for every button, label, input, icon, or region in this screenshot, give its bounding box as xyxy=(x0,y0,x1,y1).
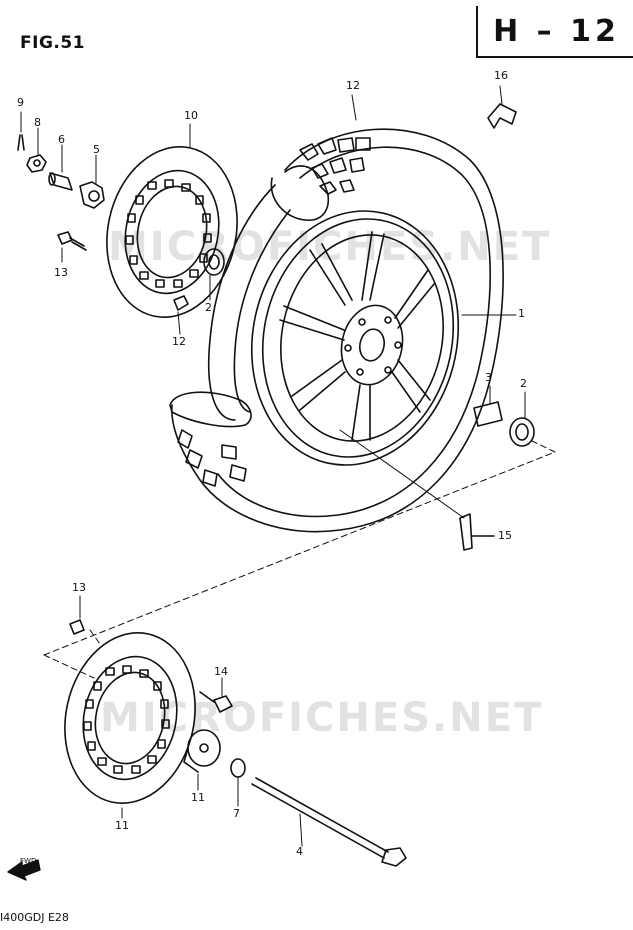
front-axle-drawing xyxy=(251,777,407,867)
front-direction-arrow-icon xyxy=(7,859,41,881)
assembly-center-lines xyxy=(43,439,556,679)
callout-8: 8 xyxy=(34,116,41,129)
tire-valve-drawing xyxy=(459,513,495,551)
axle-washer-drawing xyxy=(230,758,246,778)
callout-11-top: 10 xyxy=(184,109,198,122)
disc-bolt-top-drawing xyxy=(57,231,87,251)
callout-leader-lines xyxy=(20,85,526,847)
lock-washer-bottom-drawing xyxy=(69,619,85,635)
cast-wheel-drawing xyxy=(250,210,460,466)
front-arrow-label: FWD xyxy=(20,857,37,865)
callout-2-left: 2 xyxy=(205,301,212,314)
section-code: H – 12 xyxy=(493,13,620,49)
callout-5: 5 xyxy=(93,143,100,156)
callout-10: 11 xyxy=(191,791,205,804)
speedometer-gearbox-drawing xyxy=(183,729,221,773)
spacer-drawing xyxy=(48,172,73,191)
callout-13-top: 13 xyxy=(54,266,68,279)
watermark-top: MICROFICHES.NET xyxy=(108,224,552,270)
figure-title: FIG.51 xyxy=(20,33,86,53)
section-code-box: H – 12 xyxy=(476,6,633,58)
callout-12-top: 12 xyxy=(172,335,186,348)
axle-nut-drawing xyxy=(26,154,47,173)
callout-14: 12 xyxy=(346,79,360,92)
callout-15: 15 xyxy=(498,529,512,542)
callout-3: 3 xyxy=(485,371,492,384)
bearing-left-drawing xyxy=(203,248,225,276)
spacer-right-drawing xyxy=(473,401,503,427)
disc-bolt-bottom-drawing xyxy=(199,691,233,713)
callout-9: 9 xyxy=(17,96,24,109)
tire-drawing xyxy=(169,128,504,533)
callout-6: 6 xyxy=(58,133,65,146)
lock-washer-top-drawing xyxy=(173,295,189,311)
callout-2-right: 2 xyxy=(520,377,527,390)
callout-12-bottom: 13 xyxy=(72,581,86,594)
bearing-right-drawing xyxy=(509,417,535,447)
model-code: I400GDJ E28 xyxy=(0,911,69,924)
callout-1: 1 xyxy=(518,307,525,320)
callout-7: 7 xyxy=(233,807,240,820)
bushing-drawing xyxy=(79,181,105,209)
brake-disc-right-drawing xyxy=(64,632,196,804)
hose-clip-drawing xyxy=(487,103,517,129)
callout-4: 4 xyxy=(296,845,303,858)
cotter-pin-drawing xyxy=(17,134,25,151)
callout-11-bottom: 11 xyxy=(115,819,129,832)
callout-13-bottom: 14 xyxy=(214,665,228,678)
callout-16: 16 xyxy=(494,69,508,82)
brake-disc-left-drawing xyxy=(106,146,238,318)
